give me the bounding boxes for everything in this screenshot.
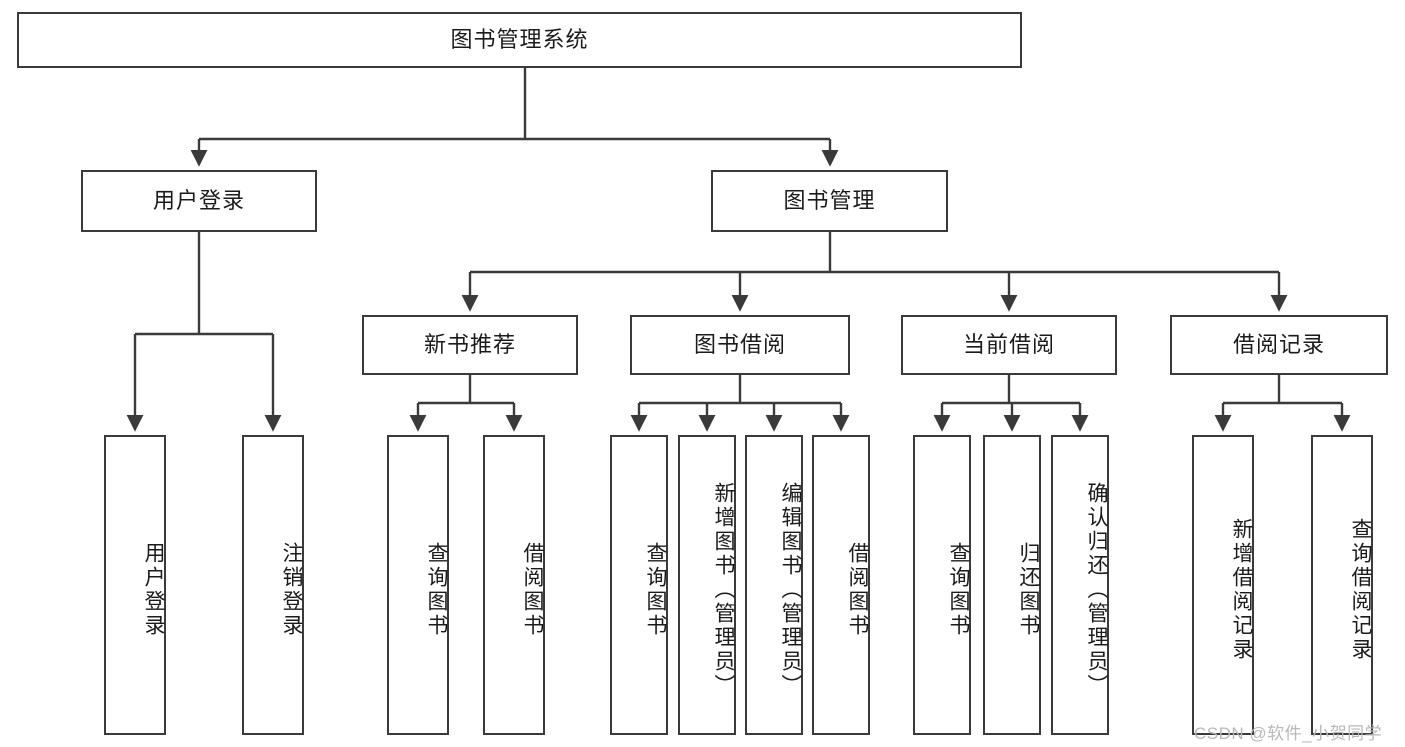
leaf-query-book-current-label: 查询图书 xyxy=(947,542,970,638)
leaf-logout[interactable]: 注销登录 xyxy=(242,435,304,735)
leaf-borrow-book[interactable]: 借阅图书 xyxy=(812,435,870,735)
leaf-query-book-borrow-label: 查询图书 xyxy=(644,542,667,638)
leaf-add-borrow-record[interactable]: 新增借阅记录 xyxy=(1192,435,1254,735)
leaf-borrow-book-rec-label: 借阅图书 xyxy=(521,542,544,638)
leaf-confirm-return-admin[interactable]: 确认归还（管理员） xyxy=(1051,435,1109,735)
node-user-login-label: 用户登录 xyxy=(152,187,245,213)
leaf-edit-book-admin[interactable]: 编辑图书（管理员） xyxy=(745,435,803,735)
node-borrow-record[interactable]: 借阅记录 xyxy=(1170,315,1388,375)
leaf-query-book-borrow[interactable]: 查询图书 xyxy=(610,435,668,735)
leaf-borrow-book-rec[interactable]: 借阅图书 xyxy=(483,435,545,735)
watermark: CSDN @软件_小贺同学 xyxy=(1194,724,1383,743)
node-book-borrow-label: 图书借阅 xyxy=(693,331,786,357)
leaf-edit-book-admin-label: 编辑图书（管理员） xyxy=(779,482,802,698)
node-book-management-label: 图书管理 xyxy=(783,187,876,213)
leaf-user-login-label: 用户登录 xyxy=(142,542,165,638)
leaf-add-borrow-record-label: 新增借阅记录 xyxy=(1230,518,1253,662)
node-book-management[interactable]: 图书管理 xyxy=(711,170,948,232)
leaf-user-login[interactable]: 用户登录 xyxy=(104,435,166,735)
node-root[interactable]: 图书管理系统 xyxy=(17,12,1022,68)
leaf-query-book-rec[interactable]: 查询图书 xyxy=(387,435,449,735)
node-root-label: 图书管理系统 xyxy=(450,26,589,52)
node-book-borrow[interactable]: 图书借阅 xyxy=(630,315,850,375)
node-user-login[interactable]: 用户登录 xyxy=(81,170,317,232)
node-current-borrow-label: 当前借阅 xyxy=(962,331,1055,357)
leaf-return-book-label: 归还图书 xyxy=(1017,542,1040,638)
leaf-query-borrow-record-label: 查询借阅记录 xyxy=(1349,518,1372,662)
leaf-add-book-admin-label: 新增图书（管理员） xyxy=(712,482,735,698)
leaf-confirm-return-admin-label: 确认归还（管理员） xyxy=(1085,482,1108,698)
leaf-logout-label: 注销登录 xyxy=(280,542,303,638)
leaf-borrow-book-label: 借阅图书 xyxy=(846,542,869,638)
node-borrow-record-label: 借阅记录 xyxy=(1232,331,1325,357)
node-new-book-recommend-label: 新书推荐 xyxy=(423,331,516,357)
leaf-add-book-admin[interactable]: 新增图书（管理员） xyxy=(678,435,736,735)
leaf-query-borrow-record[interactable]: 查询借阅记录 xyxy=(1311,435,1373,735)
node-current-borrow[interactable]: 当前借阅 xyxy=(901,315,1117,375)
node-new-book-recommend[interactable]: 新书推荐 xyxy=(362,315,578,375)
leaf-query-book-rec-label: 查询图书 xyxy=(425,542,448,638)
leaf-return-book[interactable]: 归还图书 xyxy=(983,435,1041,735)
leaf-query-book-current[interactable]: 查询图书 xyxy=(913,435,971,735)
